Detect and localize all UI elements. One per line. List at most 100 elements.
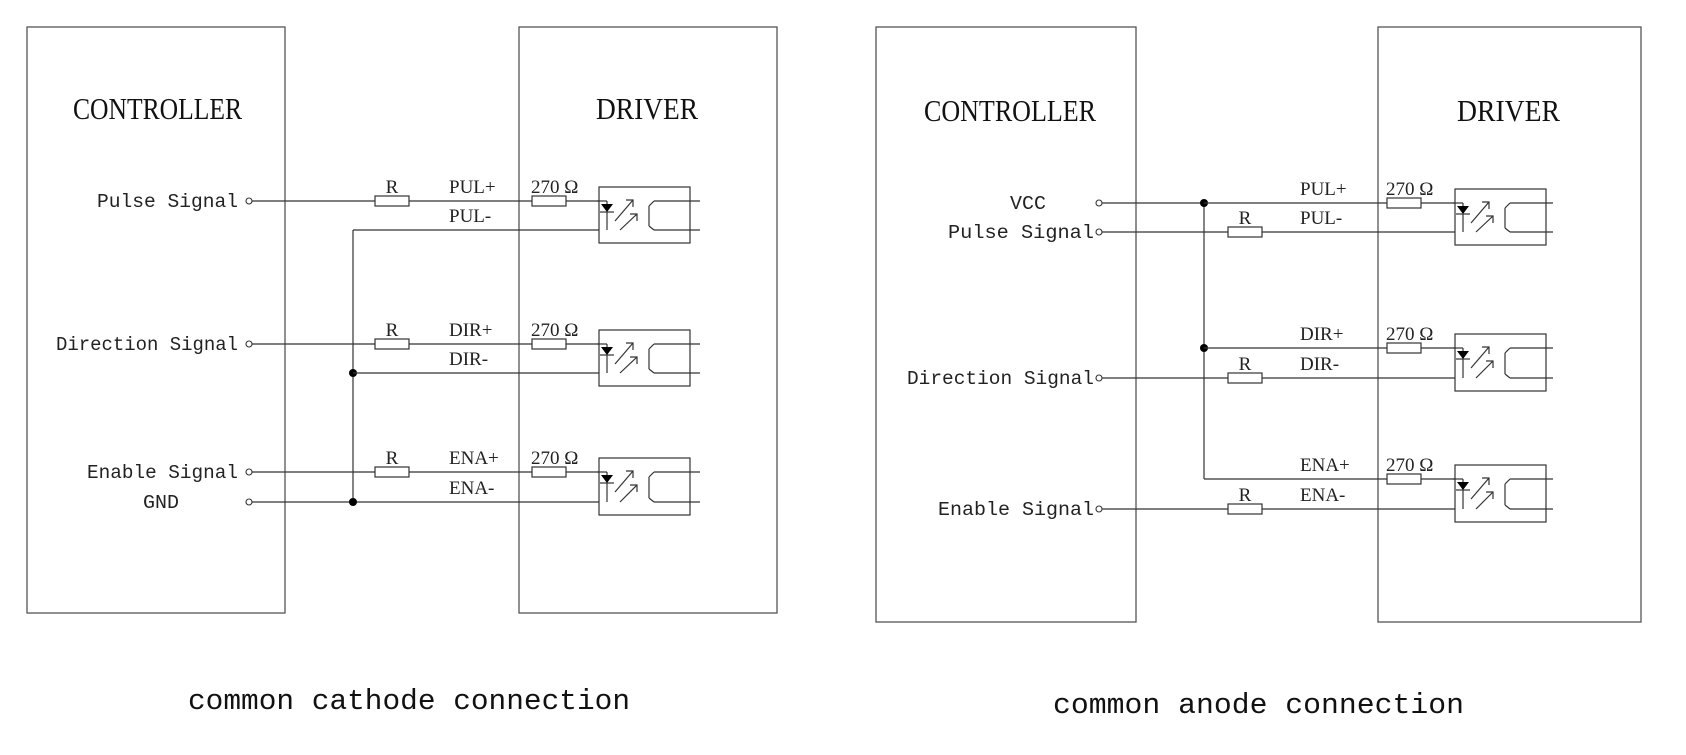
terminal-label: GND bbox=[143, 492, 179, 514]
light-arrow bbox=[619, 356, 638, 374]
caption: common cathode connection bbox=[188, 685, 630, 718]
arrow-head bbox=[626, 199, 634, 207]
transistor-collector bbox=[648, 200, 655, 207]
input-resistor-label: 270 Ω bbox=[1386, 179, 1433, 200]
terminal-icon bbox=[245, 197, 253, 205]
optocoupler-box bbox=[598, 457, 691, 516]
light-arrow bbox=[1470, 201, 1490, 224]
arrow-head bbox=[1486, 360, 1494, 368]
diode-icon bbox=[601, 475, 613, 483]
pin-label-minus: DIR- bbox=[1300, 354, 1339, 375]
optocoupler-box bbox=[1454, 188, 1547, 246]
terminal-icon bbox=[1095, 228, 1103, 236]
transistor-collector bbox=[648, 343, 655, 350]
light-arrow bbox=[1475, 215, 1494, 233]
light-arrow bbox=[614, 470, 634, 493]
pin-label-plus: ENA+ bbox=[1300, 455, 1350, 476]
light-arrow bbox=[1475, 491, 1494, 510]
arrow-head bbox=[630, 484, 638, 492]
series-resistor-label: R bbox=[386, 448, 399, 469]
terminal-label: Direction Signal bbox=[907, 368, 1094, 390]
terminal-label: Enable Signal bbox=[87, 462, 238, 484]
input-resistor-label: 270 Ω bbox=[531, 448, 578, 469]
input-resistor-label: 270 Ω bbox=[1386, 324, 1433, 345]
terminal-icon bbox=[1095, 199, 1103, 207]
pin-label-plus: DIR+ bbox=[449, 320, 492, 341]
light-arrow bbox=[614, 199, 634, 222]
diode-icon bbox=[601, 204, 613, 212]
driver-box bbox=[518, 26, 778, 614]
pin-label-minus: ENA- bbox=[449, 478, 494, 499]
terminal-label: Enable Signal bbox=[938, 499, 1094, 521]
series-resistor bbox=[374, 338, 410, 350]
controller-title: CONTROLLER bbox=[73, 91, 242, 126]
pin-label-plus: PUL+ bbox=[1300, 179, 1347, 200]
transistor-emitter bbox=[1504, 373, 1511, 379]
diode-icon bbox=[1457, 482, 1469, 490]
pin-label-minus: DIR- bbox=[449, 349, 488, 370]
arrow-head bbox=[1482, 346, 1490, 354]
input-resistor bbox=[531, 466, 567, 478]
terminal-label: Pulse Signal bbox=[97, 191, 238, 213]
transistor-emitter bbox=[1504, 227, 1511, 233]
light-arrow bbox=[1470, 346, 1490, 369]
arrow-head bbox=[626, 470, 634, 478]
arrow-head bbox=[1482, 201, 1490, 209]
arrow-head bbox=[1482, 477, 1490, 485]
arrow-head bbox=[1486, 491, 1494, 499]
series-resistor-label: R bbox=[1239, 485, 1252, 506]
pin-label-minus: PUL- bbox=[449, 206, 491, 227]
series-resistor-label: R bbox=[386, 177, 399, 198]
terminal-icon bbox=[1095, 374, 1103, 382]
diode-icon bbox=[1457, 206, 1469, 214]
pin-label-plus: PUL+ bbox=[449, 177, 496, 198]
transistor-collector bbox=[1504, 202, 1511, 209]
junction-dot bbox=[349, 498, 357, 506]
arrow-head bbox=[630, 213, 638, 221]
transistor-collector bbox=[648, 471, 655, 478]
series-resistor-label: R bbox=[1239, 354, 1252, 375]
terminal-icon bbox=[1095, 505, 1103, 513]
input-resistor bbox=[531, 338, 567, 350]
terminal-icon bbox=[245, 468, 253, 476]
arrow-head bbox=[630, 356, 638, 364]
transistor-collector bbox=[1504, 478, 1511, 485]
series-resistor-label: R bbox=[1239, 208, 1252, 229]
controller-box bbox=[875, 26, 1137, 623]
driver-title: DRIVER bbox=[596, 91, 698, 126]
optocoupler-box bbox=[1454, 333, 1547, 392]
transistor-emitter bbox=[648, 497, 655, 503]
series-resistor bbox=[374, 466, 410, 478]
optocoupler-icon bbox=[597, 186, 700, 244]
caption: common anode connection bbox=[1053, 689, 1464, 722]
input-resistor-label: 270 Ω bbox=[531, 177, 578, 198]
diode-icon bbox=[601, 347, 613, 355]
transistor-collector bbox=[1504, 347, 1511, 354]
series-resistor-label: R bbox=[386, 320, 399, 341]
input-resistor bbox=[531, 195, 567, 207]
optocoupler-box bbox=[598, 329, 691, 387]
terminal-label: Pulse Signal bbox=[948, 222, 1094, 244]
transistor-emitter bbox=[648, 225, 655, 231]
pin-label-plus: DIR+ bbox=[1300, 324, 1343, 345]
optocoupler-box bbox=[598, 186, 691, 244]
diode-icon bbox=[1457, 351, 1469, 359]
transistor-emitter bbox=[648, 368, 655, 374]
pin-label-minus: ENA- bbox=[1300, 485, 1345, 506]
arrow-head bbox=[626, 342, 634, 350]
driver-box bbox=[1377, 26, 1642, 623]
optocoupler-icon bbox=[597, 457, 700, 516]
light-arrow bbox=[619, 484, 638, 503]
series-resistor bbox=[374, 195, 410, 207]
optocoupler-box bbox=[1454, 464, 1547, 523]
optocoupler-icon bbox=[1453, 333, 1553, 392]
terminal-icon bbox=[245, 498, 253, 506]
controller-box bbox=[26, 26, 286, 614]
light-arrow bbox=[614, 342, 634, 365]
optocoupler-icon bbox=[1453, 464, 1553, 523]
controller-title: CONTROLLER bbox=[924, 93, 1096, 128]
terminal-icon bbox=[245, 340, 253, 348]
